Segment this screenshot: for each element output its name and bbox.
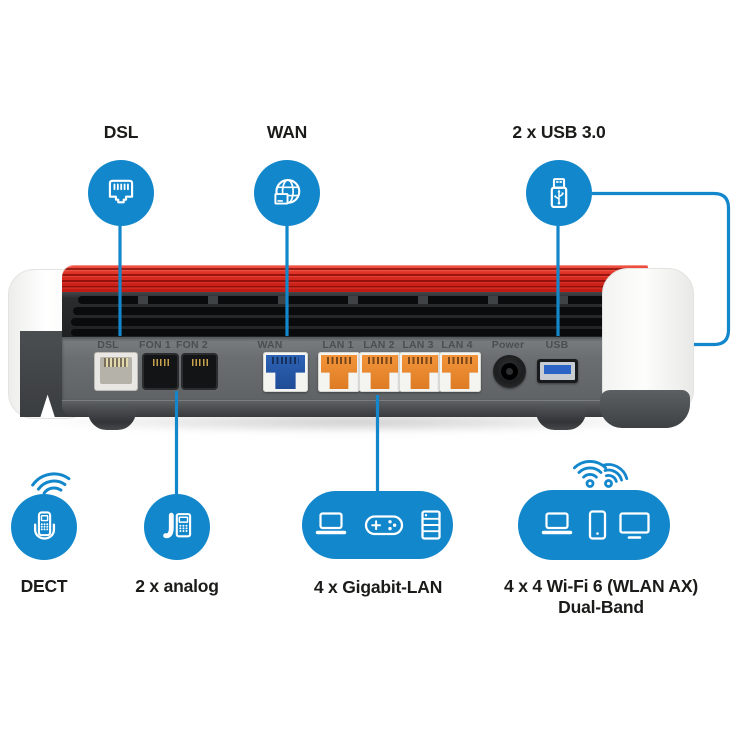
smartphone-icon: [588, 510, 607, 540]
dsl-port-pins: [104, 358, 128, 367]
lan3-port: [399, 352, 441, 392]
dect-signal-waves-icon: [31, 472, 71, 494]
gigabit-lan-callout-pill: [302, 491, 453, 559]
wifi-callout-label-line1: 4 x 4 Wi-Fi 6 (WLAN AX): [504, 576, 698, 596]
rj45-jack-icon: [108, 179, 134, 204]
port-label-lan4: LAN 4: [441, 339, 473, 351]
analog-callout-label: 2 x analog: [135, 576, 219, 596]
port-label-lan2: LAN 2: [363, 339, 395, 351]
analog-callout-circle: [144, 494, 210, 560]
lan4-port-pins: [447, 357, 473, 364]
wan-callout-label: WAN: [266, 122, 308, 142]
dsl-port: [94, 352, 138, 391]
port-label-wan: WAN: [257, 339, 283, 351]
port-label-fon1: FON 1: [139, 339, 171, 351]
usb-callout-label: 2 x USB 3.0: [512, 122, 606, 142]
router-back-panel: DSL FON 1 FON 2 WAN LAN 1 LAN 2 LAN 3 LA…: [8, 265, 694, 434]
port-label-lan1: LAN 1: [322, 339, 354, 351]
lan2-port: [359, 352, 401, 392]
dect-callout-circle: [11, 494, 77, 560]
usb-stick-icon: [550, 178, 568, 209]
usb-port: [537, 359, 578, 383]
wifi-callout-pill: [518, 490, 670, 560]
port-label-fon2: FON 2: [176, 339, 208, 351]
dsl-callout-circle: [88, 160, 154, 226]
laptop-icon: [541, 512, 573, 535]
router-foot-right: [536, 404, 586, 430]
monitor-icon: [619, 512, 650, 539]
nas-server-icon: [420, 510, 441, 540]
wifi-dual-band-waves-icon: [573, 460, 629, 488]
router-port-panel: DSL FON 1 FON 2 WAN LAN 1 LAN 2 LAN 3 LA…: [62, 337, 648, 400]
game-controller-icon: [364, 515, 403, 536]
laptop-icon: [315, 512, 346, 535]
router-vent-section: [62, 292, 648, 337]
fon2-port: [181, 353, 218, 390]
cordless-phone-icon: [33, 511, 56, 540]
dsl-callout-label: DSL: [103, 122, 139, 142]
router-base: [62, 400, 648, 417]
port-label-usb: USB: [545, 339, 569, 351]
vent-slot-row2: [73, 307, 639, 315]
desk-phone-icon: [163, 512, 192, 539]
lan1-port: [318, 352, 360, 392]
fon1-port-pins: [152, 359, 169, 366]
router-foot-left: [88, 404, 136, 430]
lan3-port-pins: [407, 357, 433, 364]
wan-port-pins: [272, 357, 299, 364]
globe-icon: [274, 178, 301, 205]
wifi-callout-label-line2: Dual-Band: [558, 597, 644, 617]
fon2-port-pins: [191, 359, 208, 366]
vent-slot-row4: [71, 329, 641, 336]
router-red-top: [62, 265, 648, 292]
router-body: DSL FON 1 FON 2 WAN LAN 1 LAN 2 LAN 3 LA…: [62, 265, 648, 417]
vent-slot-row3: [71, 318, 640, 326]
port-label-lan3: LAN 3: [402, 339, 434, 351]
lan4-port: [439, 352, 481, 392]
vent-slot-row1: [78, 296, 636, 304]
usb-callout-circle: [526, 160, 592, 226]
fon1-port: [142, 353, 179, 390]
port-label-power: Power: [491, 339, 525, 351]
usb-port-tongue: [544, 365, 571, 374]
power-jack: [493, 355, 526, 388]
lan2-port-pins: [367, 357, 393, 364]
power-jack-pin: [506, 368, 513, 375]
lan1-port-pins: [326, 357, 352, 364]
wan-callout-circle: [254, 160, 320, 226]
router-right-base-wedge: [600, 390, 690, 428]
gigabit-lan-callout-label: 4 x Gigabit-LAN: [313, 577, 443, 597]
wan-port: [263, 352, 308, 392]
port-label-dsl: DSL: [97, 339, 119, 351]
dect-callout-label: DECT: [20, 576, 68, 596]
